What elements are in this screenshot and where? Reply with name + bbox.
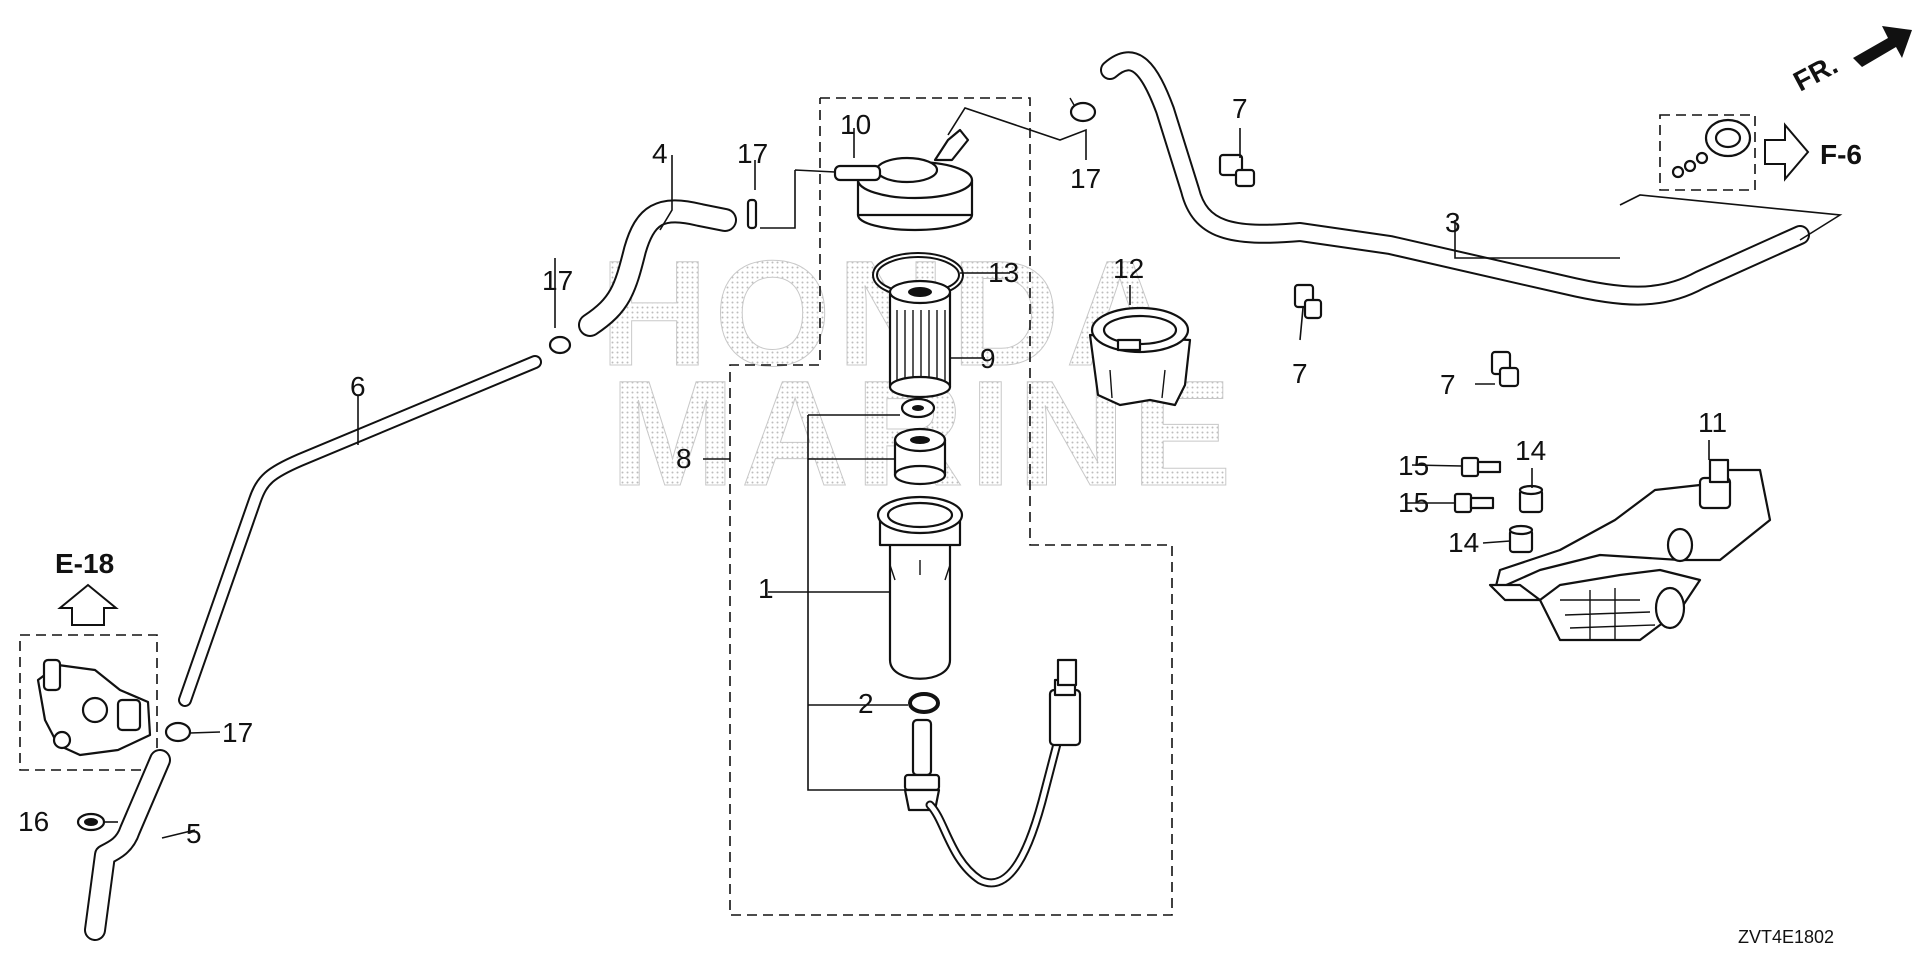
- hose-clip-7a: [1218, 153, 1256, 188]
- callout-12[interactable]: 12: [1113, 253, 1144, 284]
- spacer: [893, 427, 947, 486]
- callout-14b[interactable]: 14: [1448, 527, 1479, 558]
- clamp-17-bottom: [164, 721, 192, 743]
- f6-reference[interactable]: F-6: [1764, 122, 1862, 182]
- filter-assembly-box: [729, 97, 1173, 916]
- callout-14a[interactable]: 14: [1515, 435, 1546, 466]
- clamp-17-mid: [746, 198, 758, 230]
- callout-1[interactable]: 1: [758, 573, 774, 604]
- callout-16[interactable]: 16: [18, 806, 49, 837]
- right-arrow-icon: [1764, 122, 1810, 182]
- clamp-17-top: [1069, 97, 1097, 123]
- callout-8[interactable]: 8: [676, 443, 692, 474]
- water-sensor: [903, 658, 1082, 888]
- filter-cup-1: [876, 495, 964, 680]
- orientation-label: FR.: [1788, 49, 1842, 98]
- washer: [900, 397, 936, 419]
- fuel-hose-4: [578, 199, 737, 337]
- fuel-hose-5: [84, 749, 171, 941]
- front-arrow-icon: [1853, 26, 1912, 67]
- callout-4[interactable]: 4: [652, 138, 668, 169]
- f6-reference-label[interactable]: F-6: [1820, 139, 1862, 170]
- callout-11[interactable]: 11: [1698, 407, 1727, 438]
- bolt-15a: [1460, 456, 1502, 478]
- leader-lines: [104, 107, 1843, 839]
- callout-7a[interactable]: 7: [1232, 93, 1248, 124]
- callout-17d[interactable]: 17: [222, 717, 253, 748]
- callout-5[interactable]: 5: [186, 818, 202, 849]
- fuel-hose-6: [178, 355, 542, 707]
- e18-reference-label[interactable]: E-18: [55, 548, 114, 579]
- callout-2[interactable]: 2: [858, 688, 874, 719]
- callout-7c[interactable]: 7: [1440, 369, 1456, 400]
- e18-reference-box: [19, 634, 158, 771]
- eyelet-connector: [1671, 118, 1752, 179]
- hose-clip-7c: [1490, 350, 1520, 388]
- orientation-indicator: FR.: [1788, 26, 1912, 97]
- collar-14b: [1508, 524, 1534, 554]
- filter-cap-10: [833, 128, 974, 232]
- callout-17b[interactable]: 17: [1070, 163, 1101, 194]
- callout-13[interactable]: 13: [988, 257, 1019, 288]
- fuel-hose-3: [1100, 51, 1810, 306]
- e18-reference[interactable]: E-18: [55, 548, 119, 626]
- diagram-code: ZVT4E1802: [1738, 927, 1834, 947]
- callout-15a[interactable]: 15: [1398, 450, 1429, 481]
- clip-16: [76, 812, 106, 832]
- watermark-line1: HONDA: [600, 229, 1180, 397]
- callout-15b[interactable]: 15: [1398, 487, 1429, 518]
- callout-9[interactable]: 9: [980, 343, 996, 374]
- clamp-17-left: [548, 335, 572, 355]
- callout-17c[interactable]: 17: [542, 265, 573, 296]
- f6-reference-box: [1659, 114, 1756, 191]
- mounting-bracket-11: [1488, 458, 1772, 642]
- hose-clip-7b: [1293, 283, 1323, 320]
- collar-14a: [1518, 484, 1544, 514]
- filter-element-9: [888, 279, 952, 399]
- callout-10[interactable]: 10: [840, 109, 871, 140]
- callout-3[interactable]: 3: [1445, 207, 1461, 238]
- callout-17a[interactable]: 17: [737, 138, 768, 169]
- o-ring-2: [908, 692, 940, 714]
- callout-6[interactable]: 6: [350, 371, 366, 402]
- up-arrow-icon: [57, 583, 119, 626]
- bracket-12: [1088, 306, 1192, 407]
- callouts: 1 2 3 4 5 6 7 7 7 8 9 10 11 12 13 14 14 …: [18, 93, 1727, 849]
- fuel-pump-reference: [36, 658, 152, 757]
- callout-7b[interactable]: 7: [1292, 358, 1308, 389]
- bolt-15b: [1453, 492, 1495, 514]
